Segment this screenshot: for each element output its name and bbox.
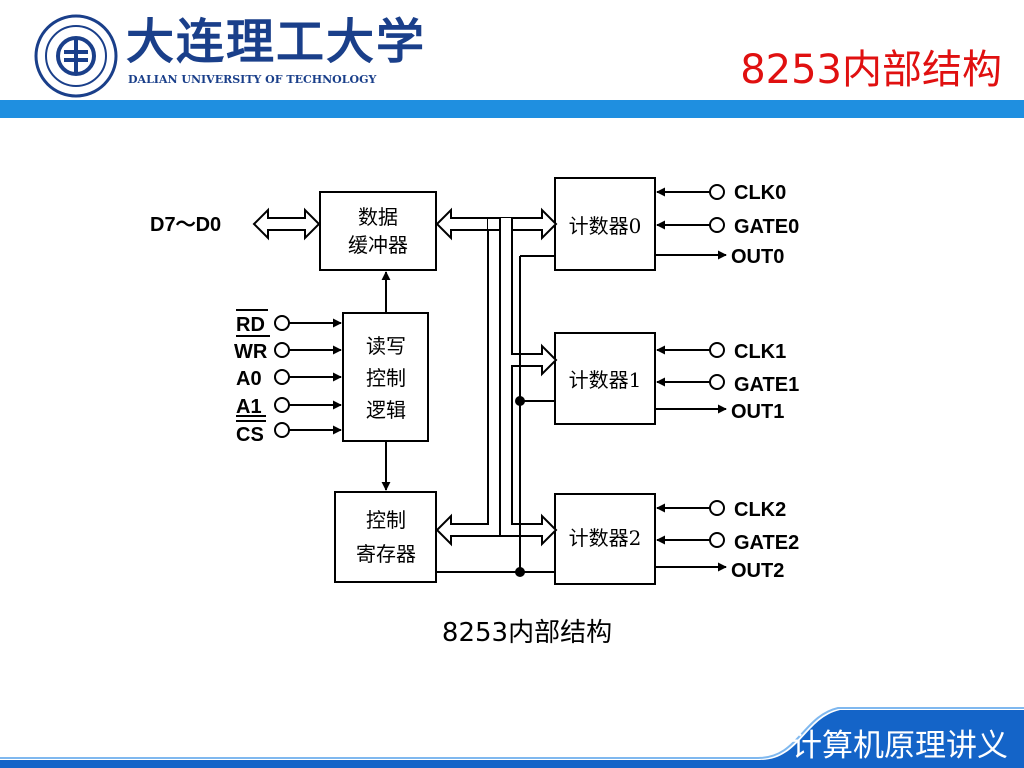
control-register-label-2: 寄存器: [356, 542, 416, 566]
rw-logic-label-1: 读写: [366, 334, 406, 358]
university-name-cn: 大连理工大学: [126, 14, 427, 70]
data-bus-label: D7～D0: [150, 214, 221, 236]
input-label-wr: WR: [234, 341, 268, 363]
junction-dot-1: [515, 396, 525, 406]
counter-2-label: 计数器2: [569, 526, 642, 550]
clk1-label: CLK1: [734, 341, 786, 363]
input-label-cs: CS: [236, 424, 264, 446]
gate1-label: GATE1: [734, 374, 799, 396]
counter-1-box: [554, 332, 656, 425]
data-buffer-label-1: 数据: [358, 205, 398, 229]
data-buffer-label-2: 缓冲器: [348, 233, 408, 257]
input-label-a1: A1: [236, 396, 262, 418]
clk2-label: CLK2: [734, 499, 786, 521]
footer-band: [0, 707, 1024, 768]
control-register-label-1: 控制: [366, 508, 406, 532]
input-label-a0: A0: [236, 368, 262, 390]
university-logo: 大连理工大学 DALIAN UNIVERSITY OF TECHNOLOGY: [28, 10, 424, 102]
counter-0-label: 计数器0: [569, 214, 642, 238]
out1-label: OUT1: [731, 401, 784, 423]
counter-1-pins: [655, 342, 727, 414]
control-inputs: [274, 315, 342, 438]
input-label-rd: RD: [236, 314, 265, 336]
counter-2-box: [554, 493, 656, 585]
rw-logic-label-3: 逻辑: [366, 398, 406, 422]
rw-logic-label-2: 控制: [366, 366, 406, 390]
counter-0-box: [554, 177, 656, 271]
header-accent-bar: [0, 100, 1024, 118]
slide-title: 8253内部结构: [740, 47, 1002, 93]
footer-title: 计算机原理讲义: [791, 728, 1008, 764]
out2-label: OUT2: [731, 560, 784, 582]
junction-dot-2: [515, 567, 525, 577]
gate0-label: GATE0: [734, 216, 799, 238]
diagram-caption: 8253内部结构: [442, 618, 612, 648]
university-name-en: DALIAN UNIVERSITY OF TECHNOLOGY: [128, 73, 377, 86]
clk0-label: CLK0: [734, 182, 786, 204]
internal-bus-outline: [435, 207, 558, 547]
university-seal-icon: [34, 14, 118, 98]
data-buffer-box: [319, 191, 437, 271]
counter-0-pins: [655, 184, 727, 260]
out0-label: OUT0: [731, 246, 784, 268]
counter-1-label: 计数器1: [569, 368, 642, 392]
counter-2-pins: [655, 500, 727, 572]
control-register-box: [334, 491, 437, 583]
data-bus-arrow: [252, 207, 321, 241]
gate2-label: GATE2: [734, 532, 799, 554]
